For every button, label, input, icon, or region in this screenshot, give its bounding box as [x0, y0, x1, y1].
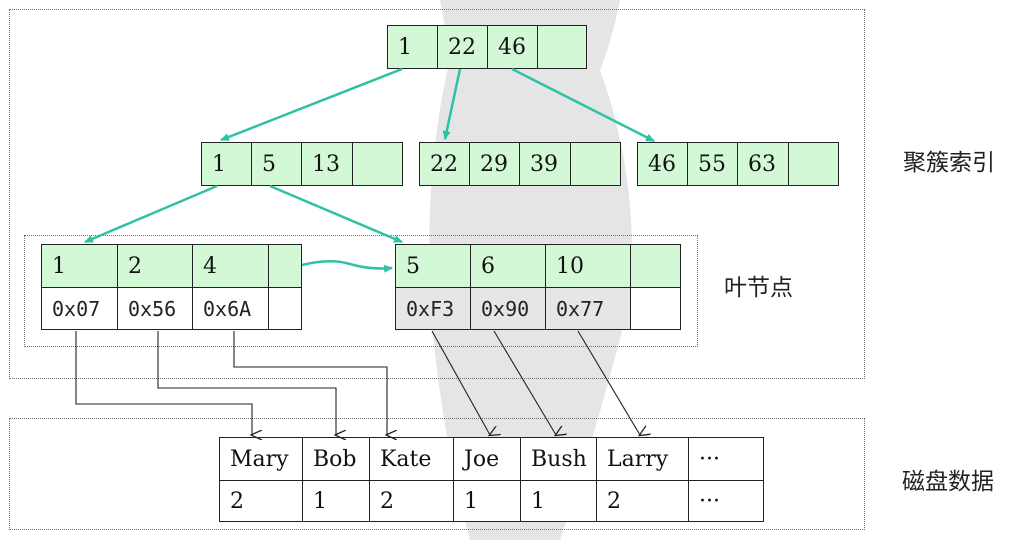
leaf-pointer: 0x77 — [545, 287, 631, 330]
data-pointer-arrow — [577, 330, 640, 435]
leaf-pointer — [268, 287, 302, 330]
leaf-pointer: 0x07 — [41, 287, 118, 330]
leaf-key: 2 — [117, 244, 193, 288]
internal-key — [352, 142, 403, 186]
disk-name-cell: Joe — [453, 437, 521, 481]
disk-data-label: 磁盘数据 — [902, 469, 994, 495]
data-pointer-arrow — [233, 331, 387, 435]
data-pointer-arrow — [431, 330, 490, 435]
leaf-pointer: 0x6A — [192, 287, 269, 330]
clustered-index-frame — [9, 9, 865, 379]
internal-key: 29 — [469, 142, 520, 186]
leaf-key — [630, 244, 681, 288]
leaf-node-frame — [24, 235, 698, 347]
internal-key: 13 — [301, 142, 353, 186]
disk-name-cell: ··· — [688, 437, 764, 481]
disk-name-cell: Kate — [369, 437, 454, 481]
disk-value-cell: 2 — [369, 480, 454, 522]
internal-key: 5 — [251, 142, 302, 186]
disk-value-cell: 1 — [453, 480, 521, 522]
internal-key: 39 — [519, 142, 571, 186]
internal-key: 63 — [737, 142, 789, 186]
tree-edge-arrow — [220, 67, 403, 142]
disk-value-cell: 1 — [520, 480, 597, 522]
leaf-pointer: 0xF3 — [395, 287, 471, 330]
clustered-index-label: 聚簇索引 — [903, 150, 995, 176]
tree-edge-arrow — [511, 67, 655, 143]
internal-key — [570, 142, 621, 186]
data-pointer-arrow — [75, 331, 252, 435]
root-key: 46 — [487, 25, 538, 69]
leaf-pointer: 0x90 — [470, 287, 546, 330]
root-key — [537, 25, 587, 69]
disk-name-cell: Mary — [219, 437, 303, 481]
internal-key: 1 — [201, 142, 252, 186]
internal-key — [788, 142, 839, 186]
root-key: 22 — [437, 25, 488, 69]
leaf-link-arrow — [301, 260, 393, 273]
tree-edge-arrow — [84, 184, 218, 244]
internal-key: 46 — [637, 142, 688, 186]
data-pointer-arrow — [157, 331, 336, 435]
tree-edge-arrow — [442, 68, 462, 140]
leaf-pointer — [630, 287, 681, 330]
disk-value-cell: 2 — [219, 480, 303, 522]
internal-key: 22 — [419, 142, 470, 186]
disk-value-cell: 1 — [302, 480, 370, 522]
leaf-pointer: 0x56 — [117, 287, 193, 330]
disk-value-cell: 2 — [596, 480, 689, 522]
disk-data-frame — [9, 418, 865, 530]
disk-value-cell: ··· — [688, 480, 764, 522]
leaf-key: 10 — [545, 244, 631, 288]
disk-name-cell: Larry — [596, 437, 689, 481]
leaf-node-label: 叶节点 — [724, 275, 793, 301]
data-pointer-arrow — [493, 330, 556, 435]
tree-edge-arrow — [269, 184, 403, 244]
